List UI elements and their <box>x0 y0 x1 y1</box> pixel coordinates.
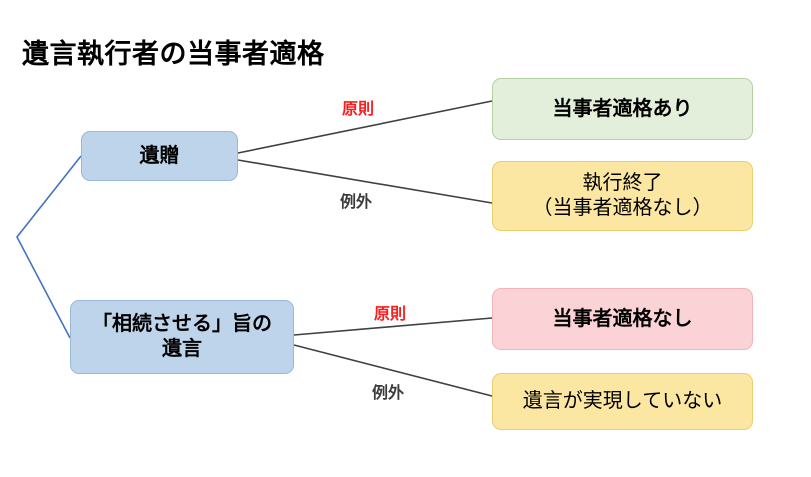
node-bequest-label: 遺贈 <box>139 144 180 167</box>
node-standing-no-label: 当事者適格なし <box>552 307 693 330</box>
edge-label-bequest-exception: 例外 <box>340 194 373 211</box>
node-standing-yes-label: 当事者適格あり <box>552 97 693 120</box>
node-execution-finished[interactable]: 執行終了 （当事者適格なし） <box>492 161 753 231</box>
page-title: 遺言執行者の当事者適格 <box>22 39 325 69</box>
node-execution-finished-line1: 執行終了 <box>582 172 663 194</box>
node-standing-no[interactable]: 当事者適格なし <box>492 288 753 350</box>
node-will-not-realized[interactable]: 遺言が実現していない <box>492 373 753 430</box>
node-execution-finished-line2: （当事者適格なし） <box>532 197 713 219</box>
node-inheritance-will-line2: 遺言 <box>162 338 202 360</box>
node-execution-finished-label: 執行終了 （当事者適格なし） <box>533 171 713 221</box>
node-inheritance-will[interactable]: 「相続させる」旨の 遺言 <box>70 300 294 374</box>
edge-label-will-principle: 原則 <box>374 306 407 323</box>
edge-label-bequest-principle: 原則 <box>342 101 375 118</box>
edge-label-will-exception: 例外 <box>372 385 405 402</box>
node-bequest[interactable]: 遺贈 <box>81 131 238 181</box>
node-will-not-realized-label: 遺言が実現していない <box>522 390 723 412</box>
node-standing-yes[interactable]: 当事者適格あり <box>492 78 753 140</box>
node-inheritance-will-label: 「相続させる」旨の 遺言 <box>92 312 272 362</box>
node-inheritance-will-line1: 「相続させる」旨の <box>92 313 272 335</box>
